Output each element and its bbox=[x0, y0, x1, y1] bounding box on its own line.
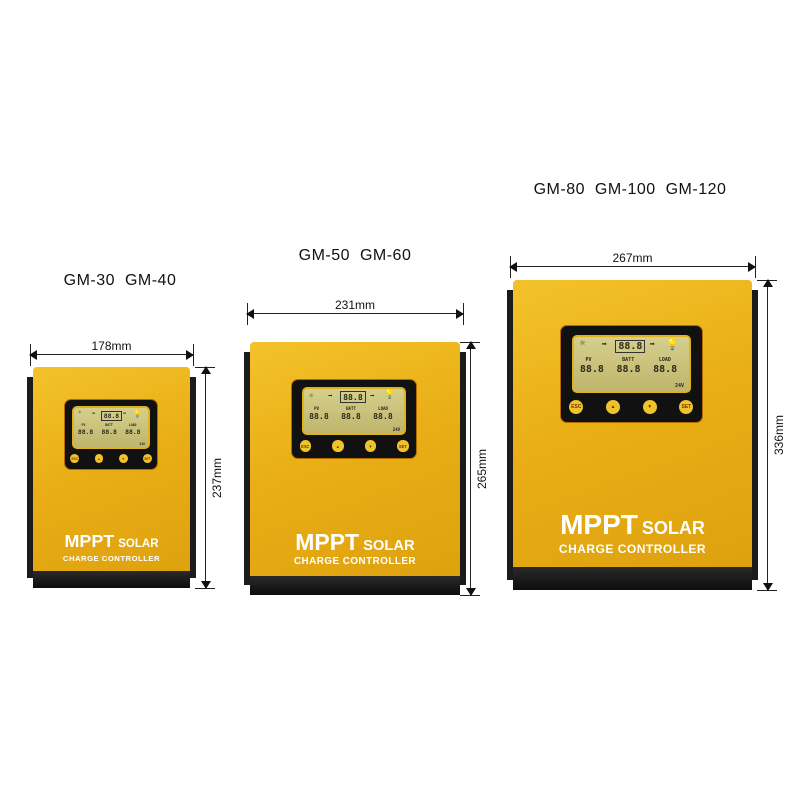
lcd-reading: 88.8 bbox=[101, 427, 117, 436]
button-row: ESC ▲ ▼ SET bbox=[299, 440, 409, 452]
height-dimension-arrow bbox=[201, 366, 211, 589]
button-row: ESC ▲ ▼ SET bbox=[569, 400, 694, 415]
bottom-band bbox=[513, 566, 752, 590]
sun-icon: ☼ bbox=[579, 338, 586, 349]
load-label: LOAD bbox=[128, 423, 137, 428]
brand-main: MPPT bbox=[560, 509, 638, 541]
brand-subtitle: CHARGE CONTROLLER bbox=[62, 553, 161, 563]
brand-sub: SOLAR bbox=[363, 538, 415, 555]
button-up[interactable]: ▲ bbox=[332, 440, 344, 452]
side-rail-left bbox=[507, 290, 514, 580]
load-label: LOAD bbox=[658, 357, 671, 364]
lcd-reading: 88.8 bbox=[373, 411, 393, 422]
pv-label: PV bbox=[585, 357, 592, 364]
brand-sub: SOLAR bbox=[641, 518, 705, 539]
button-set[interactable]: SET bbox=[397, 440, 409, 452]
lcd-reading: 88.8 bbox=[579, 363, 604, 375]
brand-subtitle: CHARGE CONTROLLER bbox=[293, 555, 417, 567]
lcd-reading: 88.8 bbox=[616, 363, 641, 375]
model-names: GM-50 GM-60 bbox=[298, 247, 412, 264]
arrow-icon: ➡ bbox=[370, 391, 375, 401]
width-dimension-arrow bbox=[29, 350, 194, 360]
button-set[interactable]: SET bbox=[142, 454, 152, 464]
model-names: GM-80 GM-100 GM-120 bbox=[533, 181, 727, 198]
pv-label: PV bbox=[314, 405, 319, 411]
arrow-icon: ➡ bbox=[649, 339, 656, 350]
load-label: LOAD bbox=[378, 405, 388, 411]
brand-subtitle: CHARGE CONTROLLER bbox=[558, 541, 707, 556]
button-down[interactable]: ▼ bbox=[118, 454, 128, 464]
lcd-reading: 88.8 bbox=[309, 411, 329, 422]
arrow-icon: ➡ bbox=[328, 391, 333, 401]
button-esc[interactable]: ESC bbox=[70, 454, 80, 464]
batt-label: BATT bbox=[346, 405, 356, 411]
bulb-icon: 💡 bbox=[665, 337, 680, 351]
button-up[interactable]: ▲ bbox=[605, 400, 620, 415]
sun-icon: ☼ bbox=[309, 390, 314, 400]
button-up[interactable]: ▲ bbox=[94, 454, 104, 464]
height-label: 265mm bbox=[475, 448, 489, 489]
voltage-indicator: 24V bbox=[139, 441, 146, 446]
lcd-reading: 88.8 bbox=[125, 427, 141, 436]
battery-percent: 88.8 bbox=[100, 410, 123, 421]
battery-percent: 88.8 bbox=[615, 339, 646, 353]
bulb-icon: 💡 bbox=[384, 389, 396, 400]
width-label: 267mm bbox=[612, 251, 653, 265]
button-set[interactable]: SET bbox=[679, 400, 694, 415]
voltage-indicator: 24V bbox=[674, 383, 684, 390]
side-rail-right bbox=[189, 377, 196, 578]
batt-label: BATT bbox=[105, 423, 113, 428]
brand-main: MPPT bbox=[64, 530, 115, 551]
voltage-indicator: 24V bbox=[392, 426, 401, 432]
height-dimension-arrow bbox=[466, 341, 476, 596]
arrow-icon: ➡ bbox=[601, 339, 607, 350]
side-rail-left bbox=[27, 377, 34, 578]
brand-sub: SOLAR bbox=[118, 537, 159, 550]
height-dimension-arrow bbox=[763, 279, 773, 591]
model-names: GM-30 GM-40 bbox=[63, 272, 177, 289]
sun-icon: ☼ bbox=[77, 409, 82, 416]
width-label: 178mm bbox=[91, 339, 132, 353]
bottom-band bbox=[250, 576, 460, 595]
button-down[interactable]: ▼ bbox=[642, 400, 657, 415]
lcd-reading: 88.8 bbox=[341, 411, 361, 422]
lcd-reading: 88.8 bbox=[77, 427, 94, 436]
width-dimension-arrow bbox=[246, 309, 464, 319]
bulb-icon: 💡 bbox=[133, 408, 142, 418]
height-label: 336mm bbox=[772, 414, 786, 456]
button-esc[interactable]: ESC bbox=[299, 440, 312, 452]
width-label: 231mm bbox=[334, 298, 376, 312]
button-row: ESC ▲ ▼ SET bbox=[70, 454, 152, 464]
width-dimension-arrow bbox=[509, 262, 756, 272]
lcd-reading: 88.8 bbox=[653, 363, 678, 375]
button-down[interactable]: ▼ bbox=[364, 440, 377, 452]
side-rail-right bbox=[459, 352, 466, 585]
arrow-icon: ➡ bbox=[91, 410, 96, 417]
brand-main: MPPT bbox=[295, 529, 360, 556]
height-label: 237mm bbox=[210, 457, 224, 498]
arrow-icon: ➡ bbox=[122, 410, 127, 417]
bottom-band bbox=[33, 571, 190, 588]
pv-label: PV bbox=[81, 423, 86, 428]
button-esc[interactable]: ESC bbox=[569, 400, 584, 415]
side-rail-left bbox=[244, 352, 251, 585]
battery-percent: 88.8 bbox=[340, 391, 366, 404]
side-rail-right bbox=[751, 290, 758, 580]
batt-label: BATT bbox=[622, 357, 635, 364]
